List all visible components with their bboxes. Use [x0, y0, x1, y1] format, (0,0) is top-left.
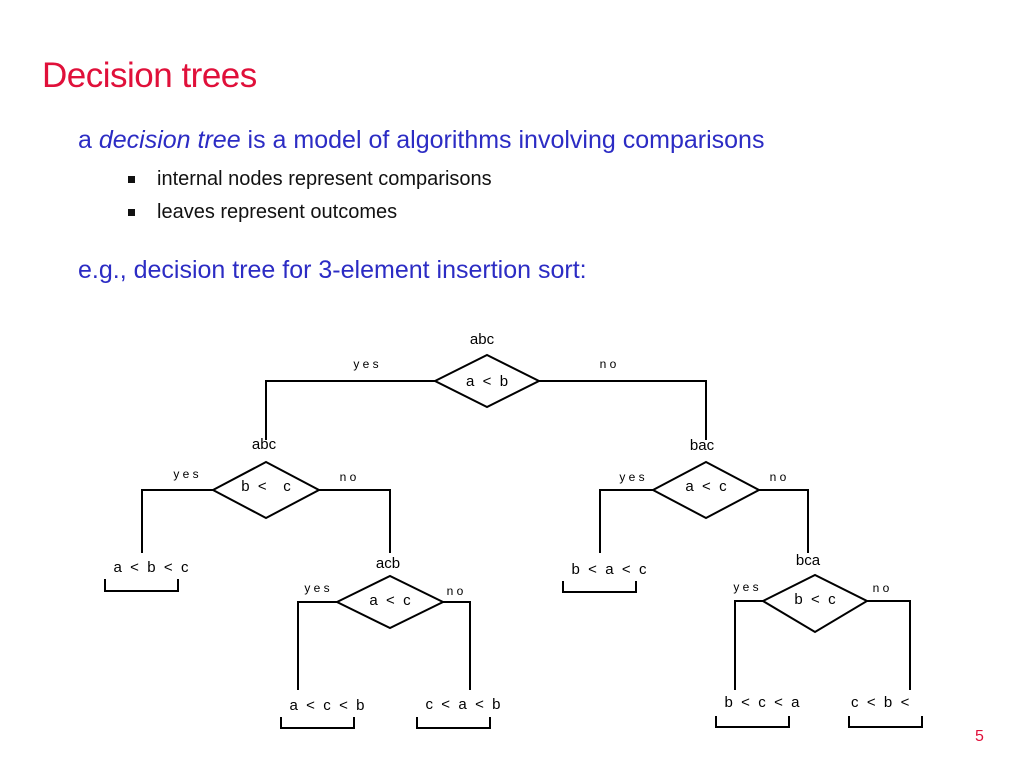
- no-label: n o: [600, 357, 617, 371]
- yes-label: y e s: [173, 467, 198, 481]
- leaf-text-mask: [415, 691, 515, 717]
- leaf-node: b < c < a: [714, 690, 814, 728]
- no-branch-line: [319, 489, 391, 553]
- outcome-label: c < b <: [851, 694, 910, 711]
- no-label: n o: [873, 581, 890, 595]
- no-branch-line: [867, 600, 911, 690]
- leaf-node: b < a < c: [561, 555, 661, 593]
- square-bullet-icon: [128, 209, 135, 216]
- decision-node-root: a < b abc: [432, 331, 542, 409]
- outcome-label: b < c < a: [724, 694, 800, 711]
- bullet-list: internal nodes represent comparisons lea…: [128, 163, 492, 229]
- example-caption: e.g., decision tree for 3-element insert…: [78, 256, 587, 284]
- no-label: n o: [770, 470, 787, 484]
- leaf-text-mask: [714, 690, 814, 716]
- yes-branch-line: [734, 600, 763, 690]
- leaf-text-mask: [103, 553, 183, 579]
- bullet-text: internal nodes represent comparisons: [157, 168, 492, 190]
- leaf-node: c < b <: [847, 690, 927, 728]
- leaf-text-mask: [561, 555, 661, 581]
- decision-node-right: a < c bac: [650, 437, 762, 520]
- no-branch-line: [539, 380, 707, 440]
- lead-prefix: a: [78, 126, 99, 154]
- no-branch-line: [443, 601, 471, 690]
- no-label: n o: [340, 470, 357, 484]
- outcome-label: a < b < c: [113, 559, 189, 576]
- yes-label: y e s: [619, 470, 644, 484]
- yes-branch-line: [599, 489, 653, 553]
- yes-branch-line: [297, 601, 337, 690]
- yes-label: y e s: [304, 581, 329, 595]
- leaf-text-mask: [279, 691, 379, 717]
- yes-branch-line: [265, 380, 435, 440]
- state-label: abc: [252, 436, 277, 453]
- decision-node-left: b < c abc: [210, 436, 322, 520]
- no-label: n o: [447, 584, 464, 598]
- no-branch-line: [759, 489, 809, 553]
- lead-suffix: is a model of algorithms involving compa…: [240, 126, 765, 154]
- comparison-label: b < c: [794, 591, 836, 608]
- leaf-node: c < a < b: [415, 691, 515, 729]
- leaf-text-mask: [847, 690, 927, 716]
- yes-label: y e s: [353, 357, 378, 371]
- state-label: acb: [376, 555, 400, 572]
- page-number: 5: [975, 728, 984, 745]
- lead-term: decision tree: [98, 126, 241, 154]
- leaf-node: a < b < c: [103, 553, 189, 592]
- decision-node-left-no: a < c acb: [334, 555, 446, 630]
- yes-branch-line: [141, 489, 213, 553]
- bullet-item: leaves represent outcomes: [128, 196, 492, 229]
- outcome-label: b < a < c: [571, 561, 647, 578]
- comparison-label: a < c: [685, 478, 727, 495]
- outcome-label: a < c < b: [289, 697, 364, 714]
- lead-sentence: a decision tree is a model of algorithms…: [78, 126, 764, 155]
- state-label: bac: [690, 437, 715, 454]
- comparison-label: a < c: [369, 592, 411, 609]
- state-label: abc: [470, 331, 495, 348]
- comparison-label: a < b: [466, 373, 508, 390]
- decision-node-right-no: b < c bca: [760, 552, 870, 634]
- state-label: bca: [796, 552, 821, 569]
- outcome-label: c < a < b: [425, 696, 500, 713]
- leaf-node: a < c < b: [279, 691, 379, 729]
- bullet-text: leaves represent outcomes: [157, 201, 398, 223]
- bullet-item: internal nodes represent comparisons: [128, 163, 492, 196]
- slide-title: Decision trees: [42, 56, 257, 95]
- square-bullet-icon: [128, 176, 135, 183]
- yes-label: y e s: [733, 580, 758, 594]
- comparison-label: b < c: [241, 478, 291, 495]
